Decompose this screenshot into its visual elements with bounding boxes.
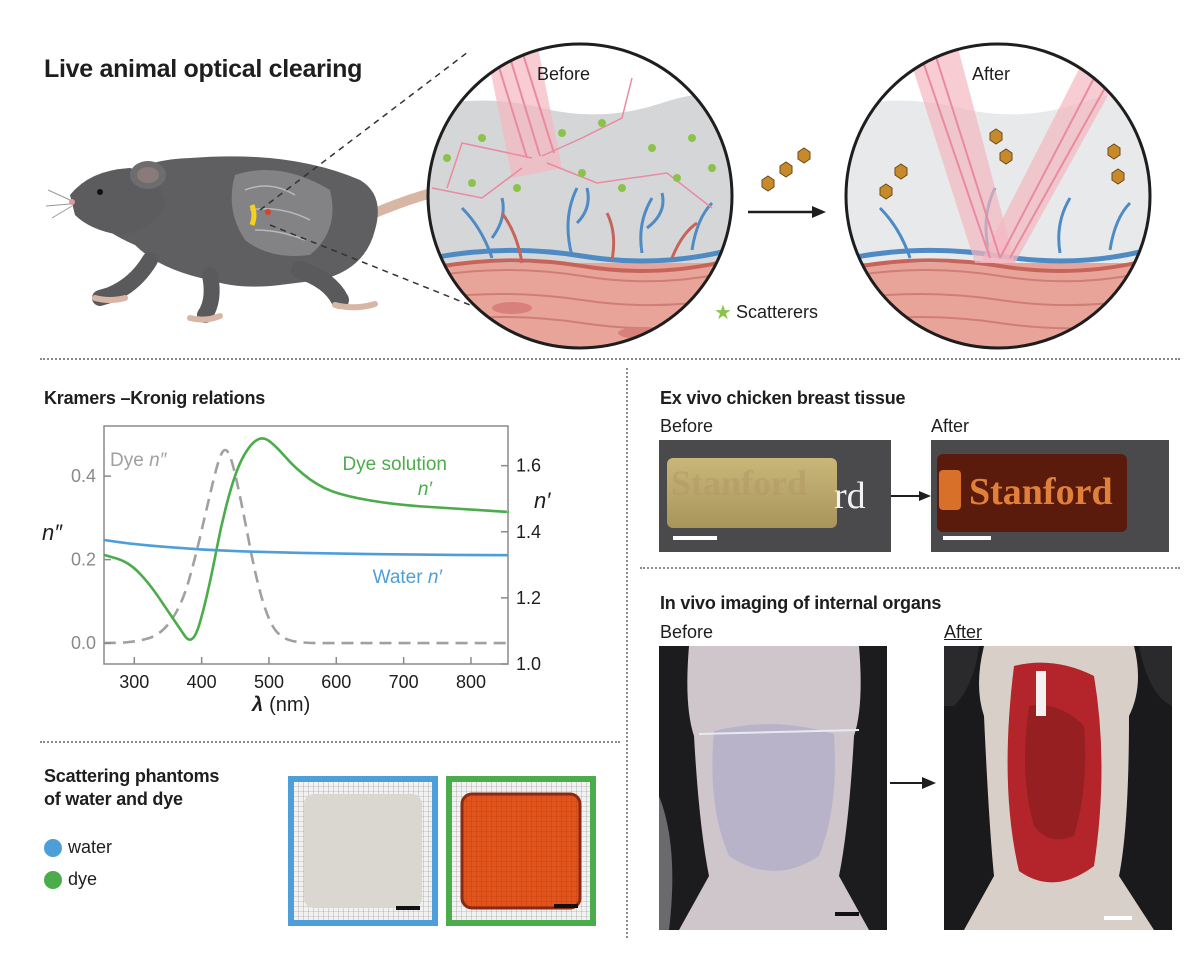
- x-axis-unit: (nm): [269, 694, 310, 716]
- series-line-1: [103, 437, 510, 641]
- water-phantom-image: [288, 776, 438, 926]
- y-right-tick-label: 1.6: [516, 456, 541, 476]
- y-left-tick-label: 0.0: [71, 633, 96, 653]
- after-label: After: [972, 64, 1011, 84]
- y-right-tick-label: 1.2: [516, 588, 541, 608]
- before-label: Before: [537, 64, 591, 84]
- y-right-tick-label: 1.4: [516, 522, 541, 542]
- invivo-arrow: [890, 777, 936, 789]
- mouse-illustration: [45, 156, 460, 323]
- after-circle: [844, 42, 1152, 350]
- y-axis-label-left: n″: [42, 520, 63, 545]
- scatterers-legend: ★ Scatterers: [714, 302, 818, 323]
- x-tick-label: 700: [389, 672, 419, 692]
- phantoms-title-2: of water and dye: [44, 789, 183, 809]
- exvivo-after-logo: Stanford: [969, 471, 1113, 513]
- series-label-symbol: n′: [418, 479, 434, 500]
- clearing-arrow: [748, 147, 826, 218]
- chart-ticks: 300 400 500 600 700 800 0.0 0.2 0.4 1.0 1.2 1.4 1.6: [71, 456, 541, 692]
- x-tick-label: 300: [119, 672, 149, 692]
- exvivo-after-image: Stanford: [931, 440, 1169, 552]
- before-circle: [426, 42, 734, 350]
- exvivo-before-faded-logo: Stanford: [671, 463, 808, 503]
- x-axis-label: λ (nm): [251, 694, 310, 716]
- scale-bar: [943, 536, 991, 540]
- x-tick-label: 400: [187, 672, 217, 692]
- chart-series-labels: Dye n″ Dye solution n′ Water n′: [110, 450, 447, 588]
- water-dot-icon: [44, 838, 62, 857]
- zoom-lines: [259, 51, 471, 306]
- dye-dot-icon: [44, 870, 62, 889]
- exvivo-before-image: Stanford rd: [659, 440, 891, 552]
- divider-left-bottom: [40, 741, 620, 743]
- star-icon: ★: [714, 301, 732, 324]
- chart-series: [103, 437, 510, 645]
- legend-dye: dye: [44, 869, 97, 890]
- page-title: Live animal optical clearing: [44, 55, 363, 83]
- exvivo-after-label: After: [931, 416, 970, 436]
- exvivo-arrow: [891, 491, 931, 501]
- exvivo-title: Ex vivo chicken breast tissue: [660, 388, 906, 408]
- legend-water-label: water: [68, 837, 113, 857]
- scatterers-label: Scatterers: [735, 302, 818, 322]
- scale-bar: [673, 536, 717, 540]
- dye-phantom-image: [446, 776, 596, 926]
- divider-top: [40, 358, 1180, 360]
- divider-vertical: [626, 368, 628, 938]
- kk-title: Kramers –Kronig relations: [44, 388, 266, 408]
- series-line-2: [103, 538, 509, 557]
- legend-water: water: [44, 837, 112, 858]
- invivo-before-label: Before: [660, 622, 714, 642]
- invivo-before-image: [659, 646, 887, 930]
- invivo-after-label: After: [944, 622, 983, 642]
- y-left-tick-label: 0.4: [71, 466, 96, 486]
- chart-frame: [103, 425, 509, 665]
- phantoms-title-1: Scattering phantoms: [44, 766, 220, 786]
- exvivo-before-logo-tail: rd: [834, 475, 866, 517]
- series-label-main: Dye solution: [342, 454, 447, 475]
- y-left-tick-label: 0.2: [71, 550, 96, 570]
- invivo-after-image: [944, 646, 1172, 930]
- y-axis-label-right: n′: [534, 488, 551, 513]
- y-right-tick-label: 1.0: [516, 654, 541, 674]
- series-label: Water n′: [373, 567, 444, 588]
- x-tick-label: 800: [456, 672, 486, 692]
- x-tick-label: 500: [254, 672, 284, 692]
- invivo-title: In vivo imaging of internal organs: [660, 593, 942, 613]
- series-line-0: [103, 448, 508, 645]
- x-axis-symbol: λ: [251, 694, 263, 716]
- legend-dye-label: dye: [68, 869, 98, 889]
- series-label: Dye n″: [110, 450, 168, 471]
- x-tick-label: 600: [321, 672, 351, 692]
- divider-right-middle: [640, 567, 1180, 569]
- exvivo-before-label: Before: [660, 416, 714, 436]
